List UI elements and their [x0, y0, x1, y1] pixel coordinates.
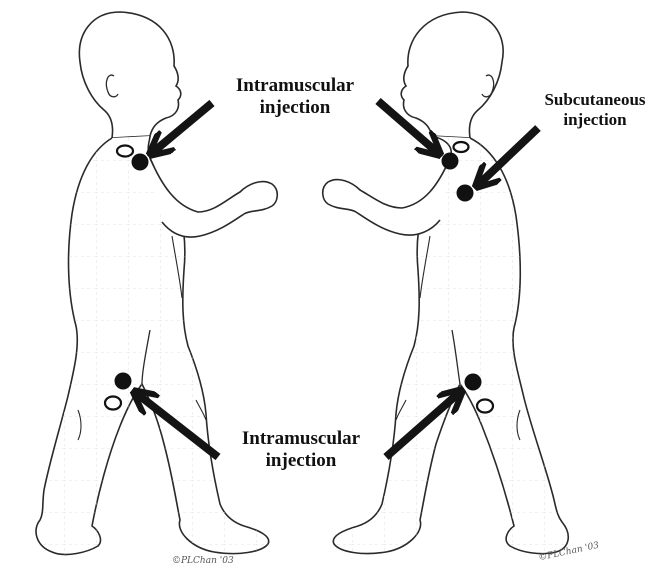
intramuscular-bottom-label: Intramuscular injection: [228, 428, 374, 472]
left-child-arm: [150, 158, 277, 237]
intramuscular-bottom-line2: injection: [228, 450, 374, 472]
right-deltoid-alt-site: [454, 142, 469, 152]
left-child-head: [79, 12, 180, 138]
left-thigh-site: [115, 373, 132, 390]
right-child-arm: [323, 158, 450, 235]
intramuscular-top-line2: injection: [224, 97, 366, 119]
subcutaneous-label: Subcutaneous injection: [536, 90, 654, 129]
right-subcutaneous-site: [457, 185, 474, 202]
right-deltoid-site: [442, 153, 459, 170]
intramuscular-top-label: Intramuscular injection: [224, 75, 366, 119]
right-thigh-alt-site: [477, 400, 493, 413]
left-thigh-alt-site: [105, 397, 121, 410]
artist-signature-left: ©PLChan '03: [172, 556, 234, 566]
right-thigh-site: [465, 374, 482, 391]
subcutaneous-line1: Subcutaneous: [536, 90, 654, 110]
intramuscular-top-line1: Intramuscular: [224, 75, 366, 97]
left-deltoid-site: [132, 154, 149, 171]
left-deltoid-alt-site: [117, 146, 133, 157]
intramuscular-bottom-line1: Intramuscular: [228, 428, 374, 450]
subcutaneous-line2: injection: [536, 110, 654, 130]
